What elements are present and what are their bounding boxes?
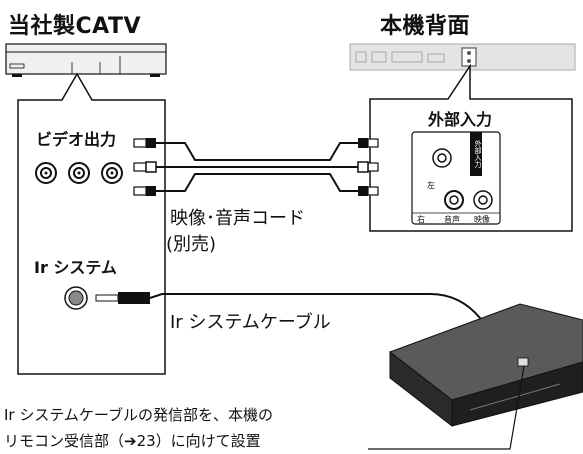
ir-system-label: Ir システム <box>34 258 117 277</box>
audio-label: 音声 <box>444 215 460 224</box>
note-line-2: リモコン受信部（➔23）に向けて設置 <box>4 432 261 450</box>
av-cord <box>133 138 379 196</box>
external-input-title: 外部入力 <box>428 110 493 129</box>
unit-rear-title: 本機背面 <box>380 14 471 39</box>
right-channel-label: 右 <box>417 215 425 224</box>
ir-cable <box>95 292 523 366</box>
external-input-tag: 外部入力 <box>474 140 482 168</box>
catv-box-illustration <box>5 43 167 77</box>
unit-rear-illustration <box>349 43 576 71</box>
ir-jack <box>64 286 88 310</box>
recorder-illustration <box>388 303 583 428</box>
av-cord-sold-separately: (別売) <box>166 234 217 255</box>
left-channel-label: 左 <box>427 181 435 190</box>
note-line-1: Ir システムケーブルの発信部を、本機の <box>4 406 274 424</box>
catv-rear-panel <box>17 72 166 375</box>
video-out-jacks <box>35 162 123 184</box>
video-out-label: ビデオ出力 <box>36 130 117 149</box>
ir-cable-label: Ir システムケーブル <box>170 312 331 333</box>
catv-title: 当社製CATV <box>8 14 141 39</box>
leader-line <box>368 365 525 450</box>
av-cord-label: 映像･音声コード <box>170 208 305 229</box>
video-label: 映像 <box>474 215 490 224</box>
unit-input-panel <box>369 63 573 232</box>
